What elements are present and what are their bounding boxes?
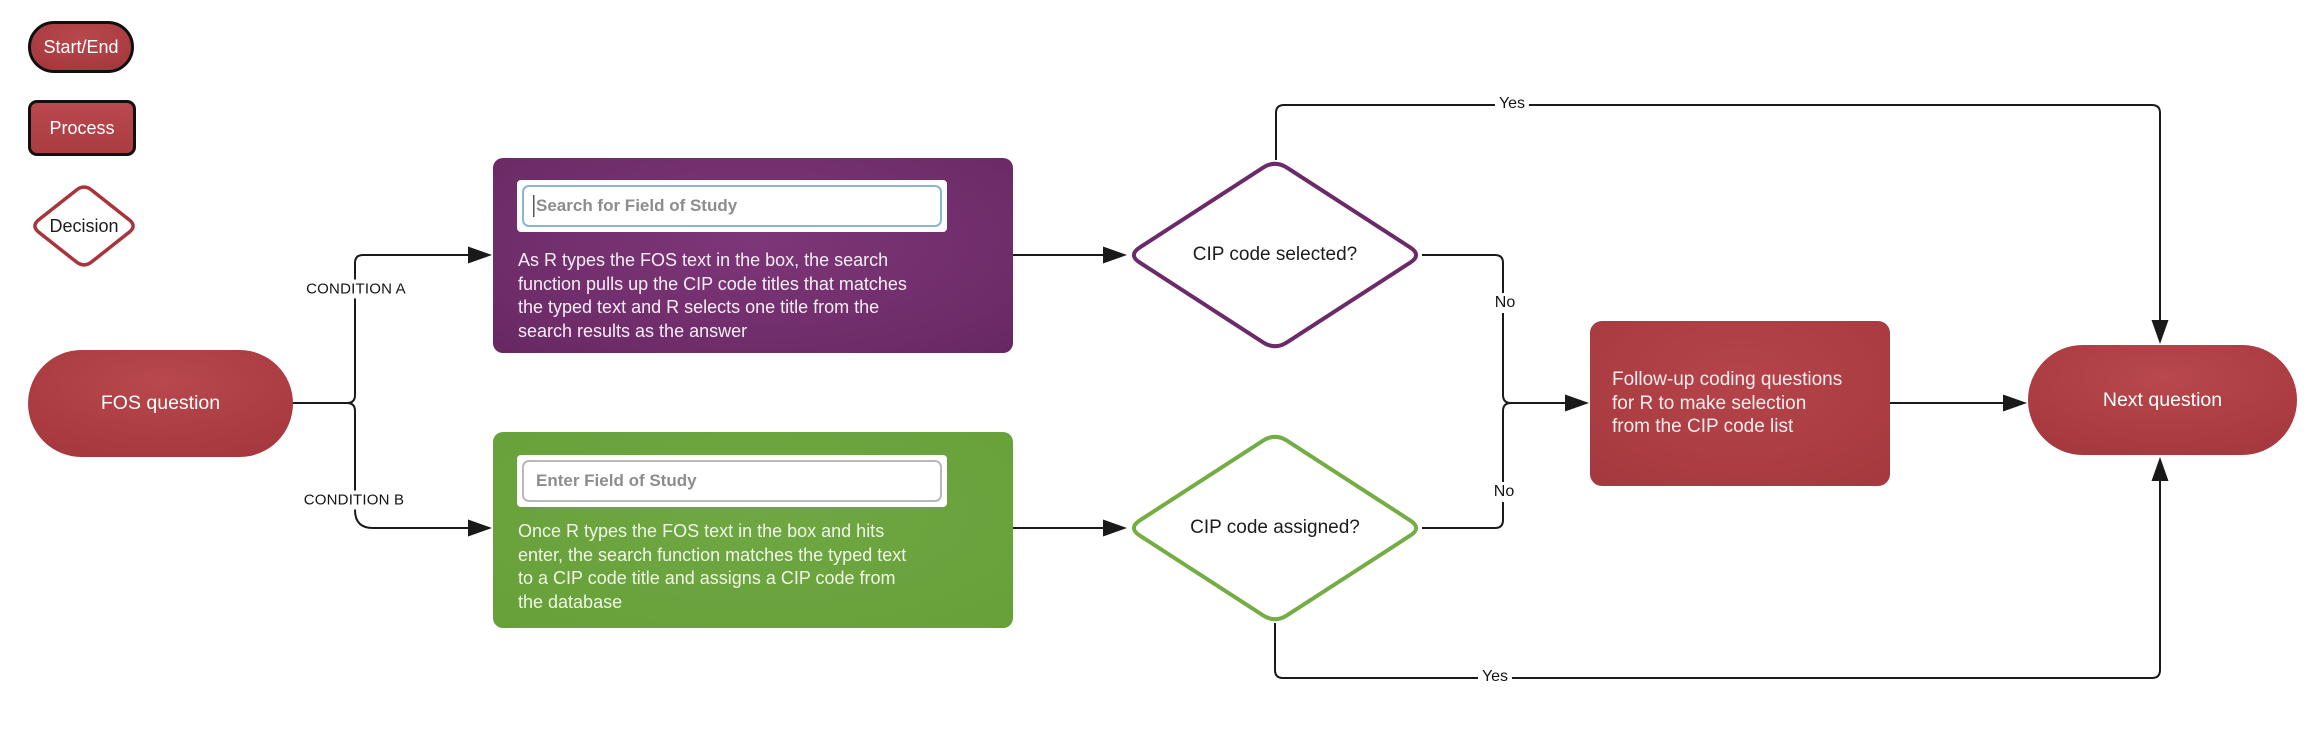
edge-assigned-no — [1422, 402, 1512, 529]
enter-process-box: Once R types the FOS text in the box and… — [493, 432, 1013, 628]
next-question-label: Next question — [2102, 388, 2223, 411]
fos-question-label: FOS question — [100, 392, 221, 414]
decision-diamond-green — [1131, 434, 1419, 622]
yes-label-top: Yes — [1494, 94, 1530, 114]
edge-condition-b — [346, 402, 468, 529]
cip-code-assigned-label: CIP code assigned? — [1190, 517, 1360, 538]
condition-a-label: CONDITION A — [302, 279, 410, 299]
arrowhead-into-search-box — [468, 246, 492, 264]
arrowhead-into-enter-box — [468, 519, 492, 537]
cip-code-selected-label: CIP code selected? — [1192, 244, 1358, 265]
legend-process-label: Process — [49, 117, 115, 138]
cip-code-assigned-decision: CIP code assigned? — [1128, 433, 1422, 623]
legend-start-end-label: Start/End — [43, 36, 119, 57]
search-field-of-study-input[interactable] — [522, 185, 942, 227]
next-question-node: Next question — [2028, 345, 2297, 455]
search-process-box: As R types the FOS text in the box, the … — [493, 158, 1013, 353]
decision-diamond-purple — [1131, 161, 1419, 349]
search-input-wrap — [517, 180, 947, 232]
search-box-description: As R types the FOS text in the box, the … — [518, 250, 907, 341]
edge-selected-no — [1422, 254, 1565, 404]
fos-question-node: FOS question — [28, 350, 293, 457]
cip-code-selected-decision: CIP code selected? — [1128, 160, 1422, 350]
followup-coding-questions-node: Follow-up coding questions for R to make… — [1590, 321, 1890, 486]
enter-input-wrap — [517, 455, 947, 507]
legend-decision: Decision — [31, 184, 137, 268]
arrowhead-into-assigned-diamond — [1103, 519, 1127, 537]
edge-condition-a — [346, 254, 468, 404]
enter-box-description: Once R types the FOS text in the box and… — [518, 521, 907, 612]
no-label-bottom: No — [1489, 482, 1519, 502]
legend-decision-shape — [33, 185, 135, 267]
legend-start-end: Start/End — [28, 21, 134, 73]
edge-selected-yes — [1275, 104, 2161, 320]
arrowhead-into-followup — [1565, 394, 1589, 412]
arrowhead-into-next-left — [2003, 394, 2027, 412]
arrowhead-into-next-top — [2151, 320, 2169, 344]
enter-field-of-study-input[interactable] — [522, 460, 942, 502]
arrowhead-into-selected-diamond — [1103, 246, 1127, 264]
yes-label-bottom: Yes — [1477, 667, 1513, 687]
condition-b-label: CONDITION B — [299, 490, 409, 510]
no-label-top: No — [1490, 293, 1520, 313]
legend-decision-label: Decision — [49, 215, 119, 236]
arrowhead-into-next-bottom — [2151, 457, 2169, 481]
legend-process: Process — [28, 100, 136, 156]
edge-assigned-yes — [1274, 481, 2161, 679]
